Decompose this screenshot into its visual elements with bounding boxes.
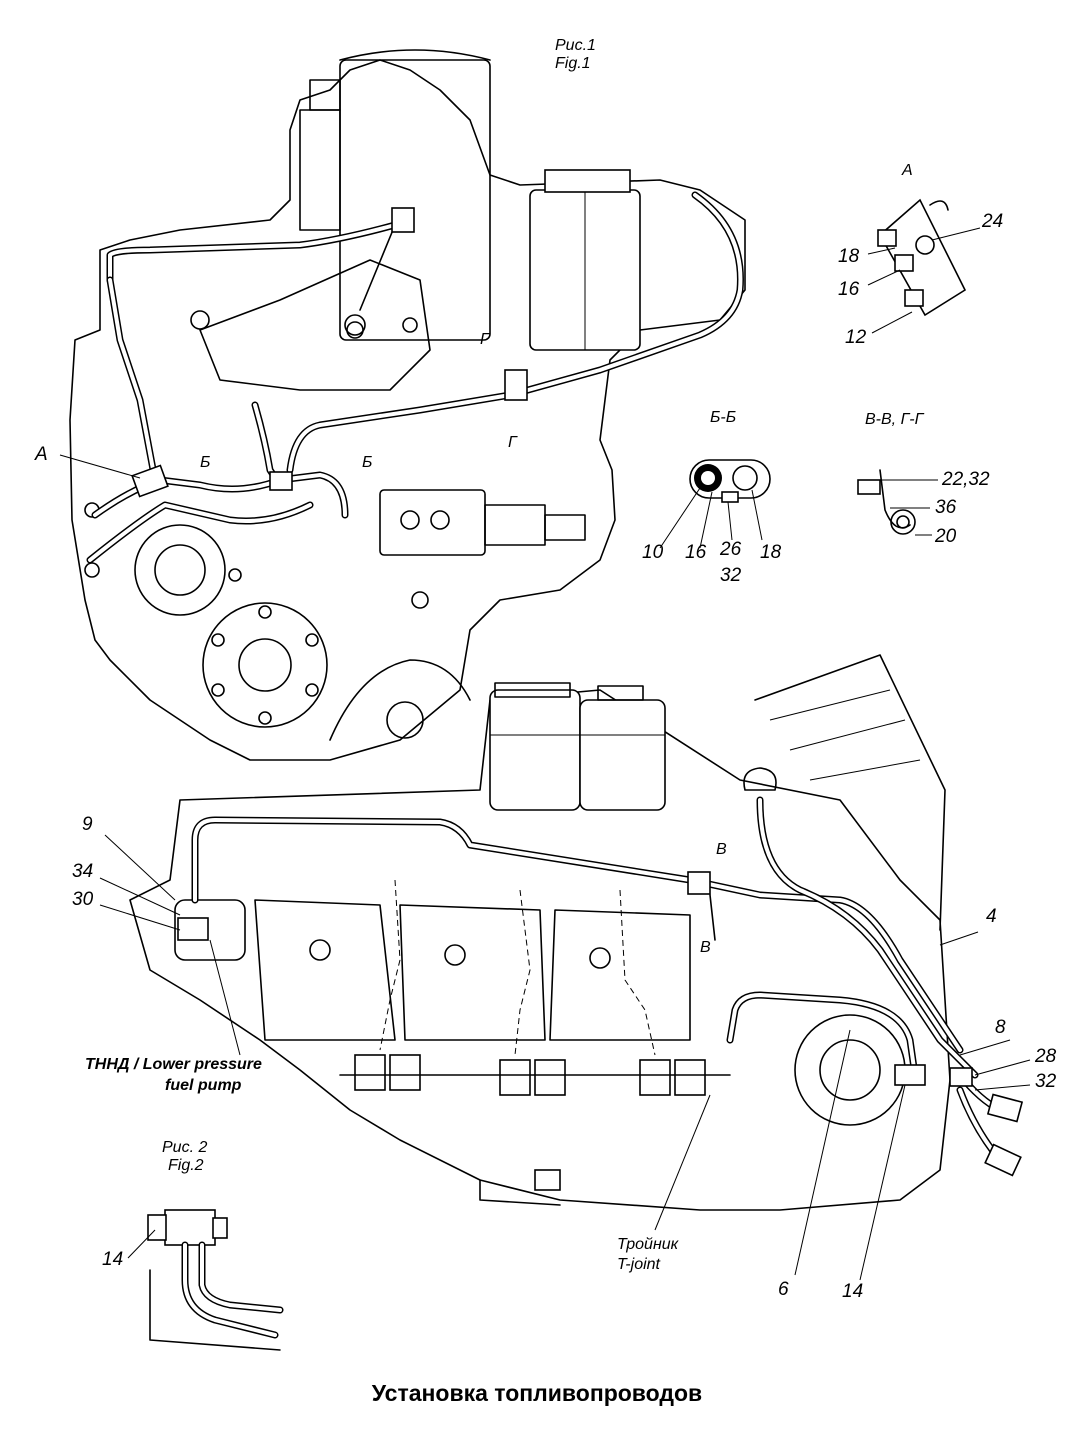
callout-8: 8 (995, 1017, 1006, 1038)
callout-6: 6 (778, 1279, 789, 1300)
callout-34: 34 (72, 861, 94, 882)
section-a-detail (867, 198, 981, 334)
section-g-top-mark: Г (480, 331, 489, 348)
section-v-bottom-mark: В (700, 939, 711, 956)
tee-label-ru: Тройник (617, 1236, 679, 1253)
section-vv-gg-detail (857, 469, 938, 536)
callout-30: 30 (72, 889, 94, 910)
section-a-title: А (902, 162, 913, 179)
section-b-right-mark: Б (362, 454, 373, 471)
callout-bb-16: 16 (685, 542, 707, 563)
callout-vg-22-32: 22,32 (942, 469, 990, 490)
fig1-caption-en: Fig.1 (555, 55, 591, 72)
callout-bb-18: 18 (760, 542, 782, 563)
callout-a-18: 18 (838, 246, 860, 267)
callout-a-24: 24 (982, 211, 1004, 232)
callout-bb-26: 26 (720, 539, 742, 560)
callout-vg-36: 36 (935, 497, 957, 518)
fig2-detail (127, 1209, 284, 1351)
callout-4: 4 (986, 906, 997, 927)
lower-engine-view (99, 654, 1031, 1281)
section-vv-gg-title: В-В, Г-Г (865, 411, 924, 428)
callout-a-16: 16 (838, 279, 860, 300)
callout-9: 9 (82, 814, 93, 835)
callout-28: 28 (1035, 1046, 1057, 1067)
lp-pump-label-line2: fuel pump (165, 1077, 242, 1094)
lp-pump-label-line1: ТННД / Lower pressure (85, 1056, 262, 1073)
callout-32: 32 (1035, 1071, 1057, 1092)
fig1-caption-ru: Рис.1 (555, 37, 596, 54)
callout-bb-10: 10 (642, 542, 664, 563)
section-bb-detail (659, 459, 771, 549)
callout-bb-32: 32 (720, 565, 742, 586)
callout-vg-20: 20 (935, 526, 957, 547)
fig2-callout-14: 14 (102, 1249, 124, 1270)
section-g-bottom-mark: Г (508, 434, 517, 451)
callout-a-12: 12 (845, 327, 867, 348)
fig2-caption-ru: Рис. 2 (162, 1139, 208, 1156)
section-bb-title: Б-Б (710, 409, 737, 426)
leader-a (59, 454, 141, 479)
section-v-top-mark: В (716, 841, 727, 858)
fig2-caption-en: Fig.2 (168, 1157, 204, 1174)
section-a-arrow-label: А (35, 444, 48, 465)
section-b-left-mark: Б (200, 454, 211, 471)
tee-label-en: T-joint (617, 1256, 660, 1273)
upper-engine-view (69, 49, 746, 761)
callout-14: 14 (842, 1281, 864, 1302)
drawing-title: Установка топливопроводов (371, 1380, 703, 1406)
